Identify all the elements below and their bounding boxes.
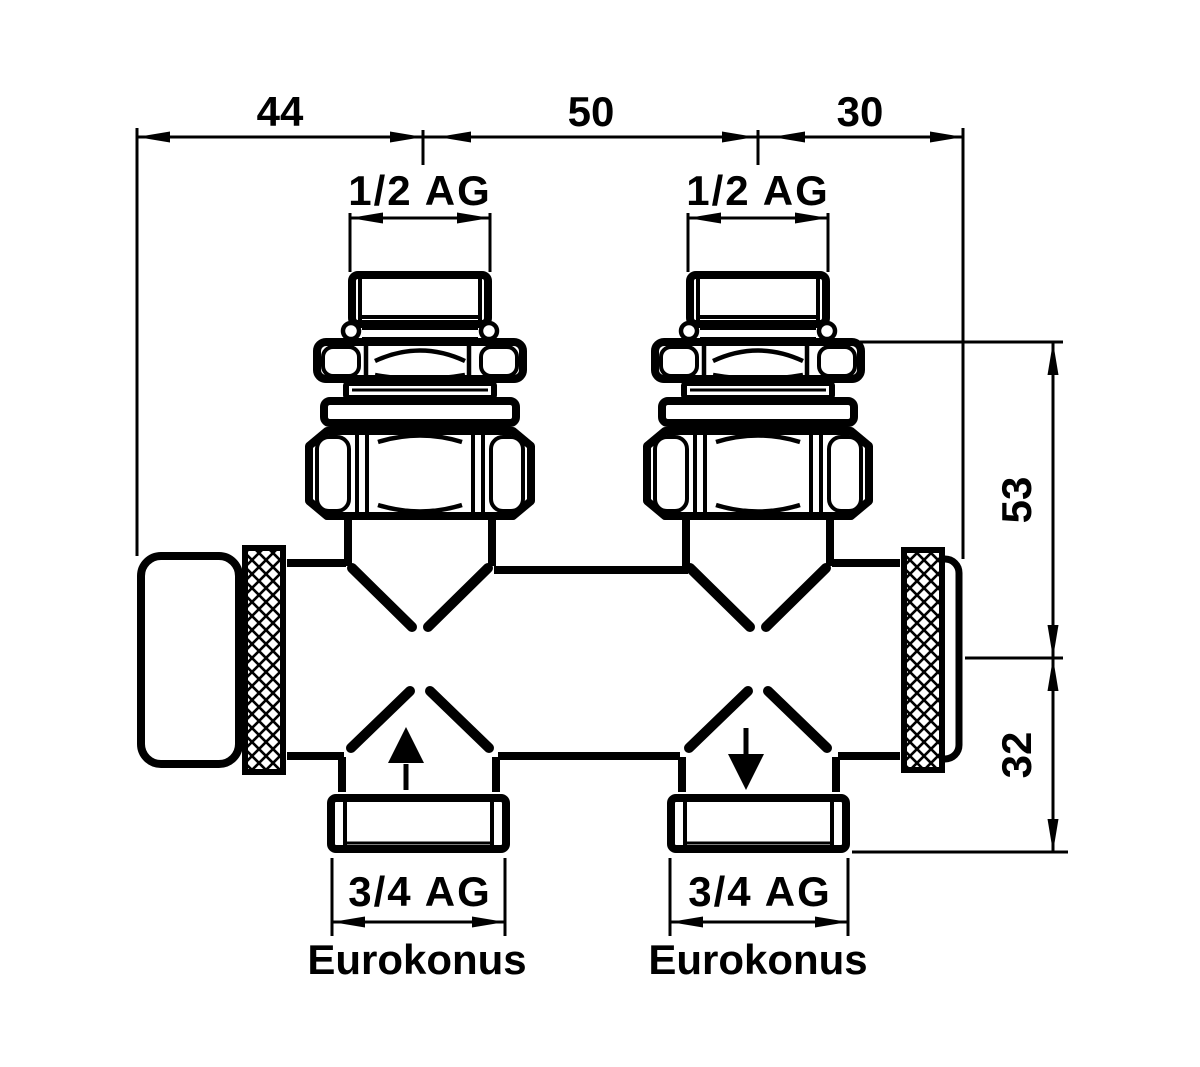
dimension-lines xyxy=(135,128,1068,936)
bottom-port-left xyxy=(331,757,506,849)
knurled-ring-right xyxy=(901,547,945,773)
thread-label-bottom-left: 3/4 AG xyxy=(348,868,492,915)
bottom-port-right xyxy=(671,757,846,849)
dimension-arrowheads xyxy=(137,131,1059,928)
dim-label-53: 53 xyxy=(993,477,1040,524)
dimension-labels: 44 50 30 1/2 AG 1/2 AG 53 32 3/4 AG 3/4 … xyxy=(257,88,1040,983)
thread-label-bottom-right: 3/4 AG xyxy=(688,868,832,915)
eurokonus-label-left: Eurokonus xyxy=(307,936,526,983)
flow-arrow-down xyxy=(728,728,764,790)
dim-label-44: 44 xyxy=(257,88,304,135)
half-ag-right-ext xyxy=(686,213,830,272)
top-dim-ticks xyxy=(421,130,760,165)
flow-cross-right xyxy=(689,568,827,748)
dim-label-30: 30 xyxy=(837,88,884,135)
half-ag-left-ext xyxy=(348,213,492,272)
thread-label-top-right: 1/2 AG xyxy=(686,167,830,214)
flow-cross-left xyxy=(351,568,489,748)
thread-label-top-left: 1/2 AG xyxy=(348,167,492,214)
union-nut-left xyxy=(309,275,531,566)
union-nut-right xyxy=(647,275,869,566)
valve-body xyxy=(137,275,963,849)
knurled-ring-left xyxy=(242,545,286,775)
dim-label-50: 50 xyxy=(568,88,615,135)
flow-arrow-up xyxy=(388,727,424,790)
left-cap xyxy=(137,552,243,768)
body-top-edge xyxy=(287,559,900,574)
eurokonus-label-right: Eurokonus xyxy=(648,936,867,983)
dim-label-32: 32 xyxy=(993,732,1040,779)
